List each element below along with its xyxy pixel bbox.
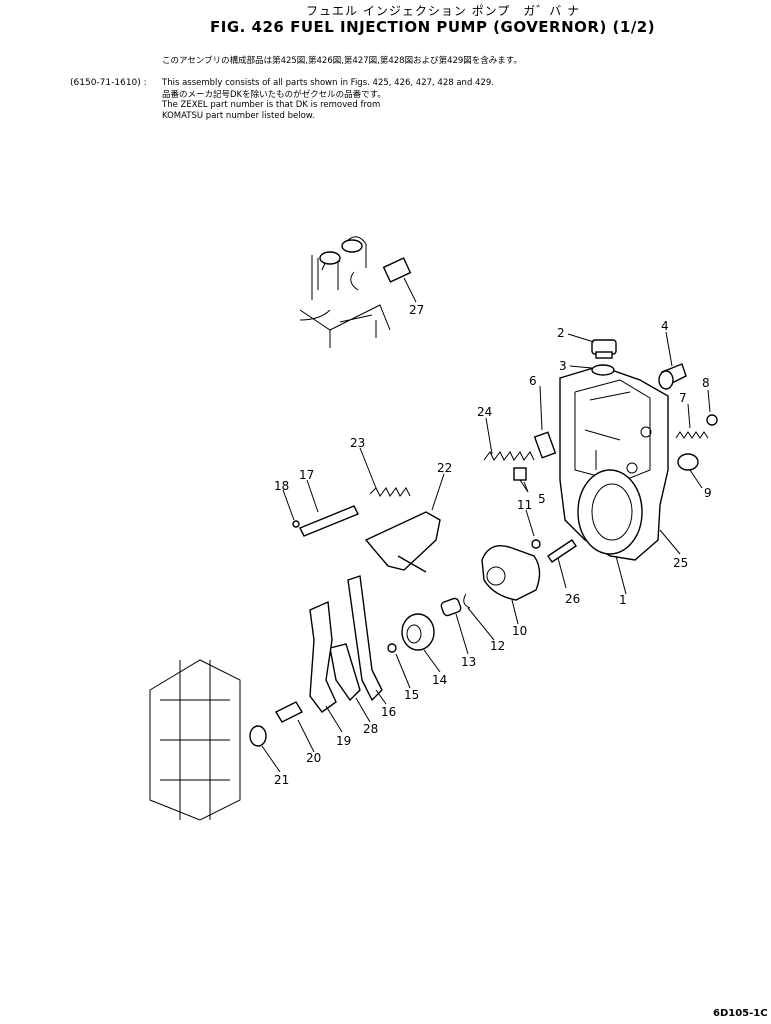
note-japanese-assembly: このアセンブリの構成部品は第425図,第426図,第427図,第428図および第… — [162, 56, 522, 66]
callout-18: 18 — [274, 479, 289, 493]
drawing-code: 6D105-1C — [713, 1008, 768, 1019]
callout-20: 20 — [306, 751, 321, 765]
callout-27: 27 — [409, 303, 424, 317]
callout-16: 16 — [381, 705, 396, 719]
callout-4: 4 — [661, 319, 669, 333]
assembly-code: (6150-71-1610) : — [70, 78, 147, 88]
callout-26: 26 — [565, 592, 580, 606]
title-japanese: フュエル インジェクション ポンプ ガ゛バ ナ — [306, 4, 581, 18]
lever-part-16 — [347, 575, 383, 702]
pump-body-sketch — [149, 659, 241, 821]
callout-25: 25 — [673, 556, 688, 570]
callout-13: 13 — [461, 655, 476, 669]
note-zexel-2: KOMATSU part number listed below. — [162, 111, 315, 121]
spring-part-23 — [369, 487, 411, 497]
callout-12: 12 — [490, 639, 505, 653]
callout-3: 3 — [559, 359, 567, 373]
callout-24: 24 — [477, 405, 492, 419]
o-ring-part-3 — [591, 364, 615, 376]
callout-7: 7 — [679, 391, 687, 405]
callout-14: 14 — [432, 673, 447, 687]
callout-21: 21 — [274, 773, 289, 787]
callout-6: 6 — [529, 374, 537, 388]
nut-part-21 — [249, 725, 267, 747]
lever-part-28 — [329, 643, 361, 702]
bolt-part-26 — [547, 539, 577, 563]
callout-17: 17 — [299, 468, 314, 482]
callout-1: 1 — [619, 593, 627, 607]
note-japanese-zexel: 品番のメーカ記号DKを除いたものがゼクセルの品番です。 — [162, 90, 386, 100]
callout-23: 23 — [350, 436, 365, 450]
callout-numbers: 1 2 3 4 5 6 7 8 9 10 11 12 13 14 15 16 1… — [274, 303, 712, 787]
callout-8: 8 — [702, 376, 710, 390]
lever-part-22 — [364, 511, 441, 571]
callout-10: 10 — [512, 624, 527, 638]
callout-28: 28 — [363, 722, 378, 736]
callout-2: 2 — [557, 326, 565, 340]
pump-head-sketch — [299, 236, 412, 348]
sleeve-part-13 — [440, 597, 462, 617]
spring-part-7 — [675, 431, 709, 439]
clip-part-18 — [292, 520, 300, 528]
callout-11: 11 — [517, 498, 532, 512]
screw-part-4-head — [658, 370, 674, 390]
washer-part-15 — [387, 643, 397, 653]
flyweight-part-10-hub — [486, 566, 506, 586]
callout-9: 9 — [704, 486, 712, 500]
lever-part-19 — [309, 600, 337, 713]
nut-part-8 — [706, 414, 718, 426]
note-zexel-1: The ZEXEL part number is that DK is remo… — [162, 100, 381, 110]
callout-5: 5 — [538, 492, 546, 506]
cap-part-9 — [677, 453, 699, 471]
link-part-17 — [299, 505, 359, 537]
note-assembly-contents: This assembly consists of all parts show… — [162, 78, 494, 88]
governor-housing — [559, 365, 669, 561]
callout-15: 15 — [404, 688, 419, 702]
flyweight-part-10 — [481, 545, 541, 601]
leader-lines — [261, 277, 711, 773]
callout-22: 22 — [437, 461, 452, 475]
page-title: FIG. 426 FUEL INJECTION PUMP (GOVERNOR) … — [210, 18, 656, 36]
spring-part-24 — [483, 451, 535, 461]
pin-part-20 — [275, 701, 303, 723]
lever-part-22-shaft — [397, 555, 427, 573]
bolt-part-5 — [513, 467, 527, 481]
plug-part-2-thread — [595, 351, 613, 359]
callout-19: 19 — [336, 734, 351, 748]
snap-ring-part-12 — [463, 593, 471, 609]
plate-part-6 — [533, 431, 557, 459]
bearing-part-14-bore — [406, 624, 422, 644]
washer-part-11 — [531, 539, 541, 549]
